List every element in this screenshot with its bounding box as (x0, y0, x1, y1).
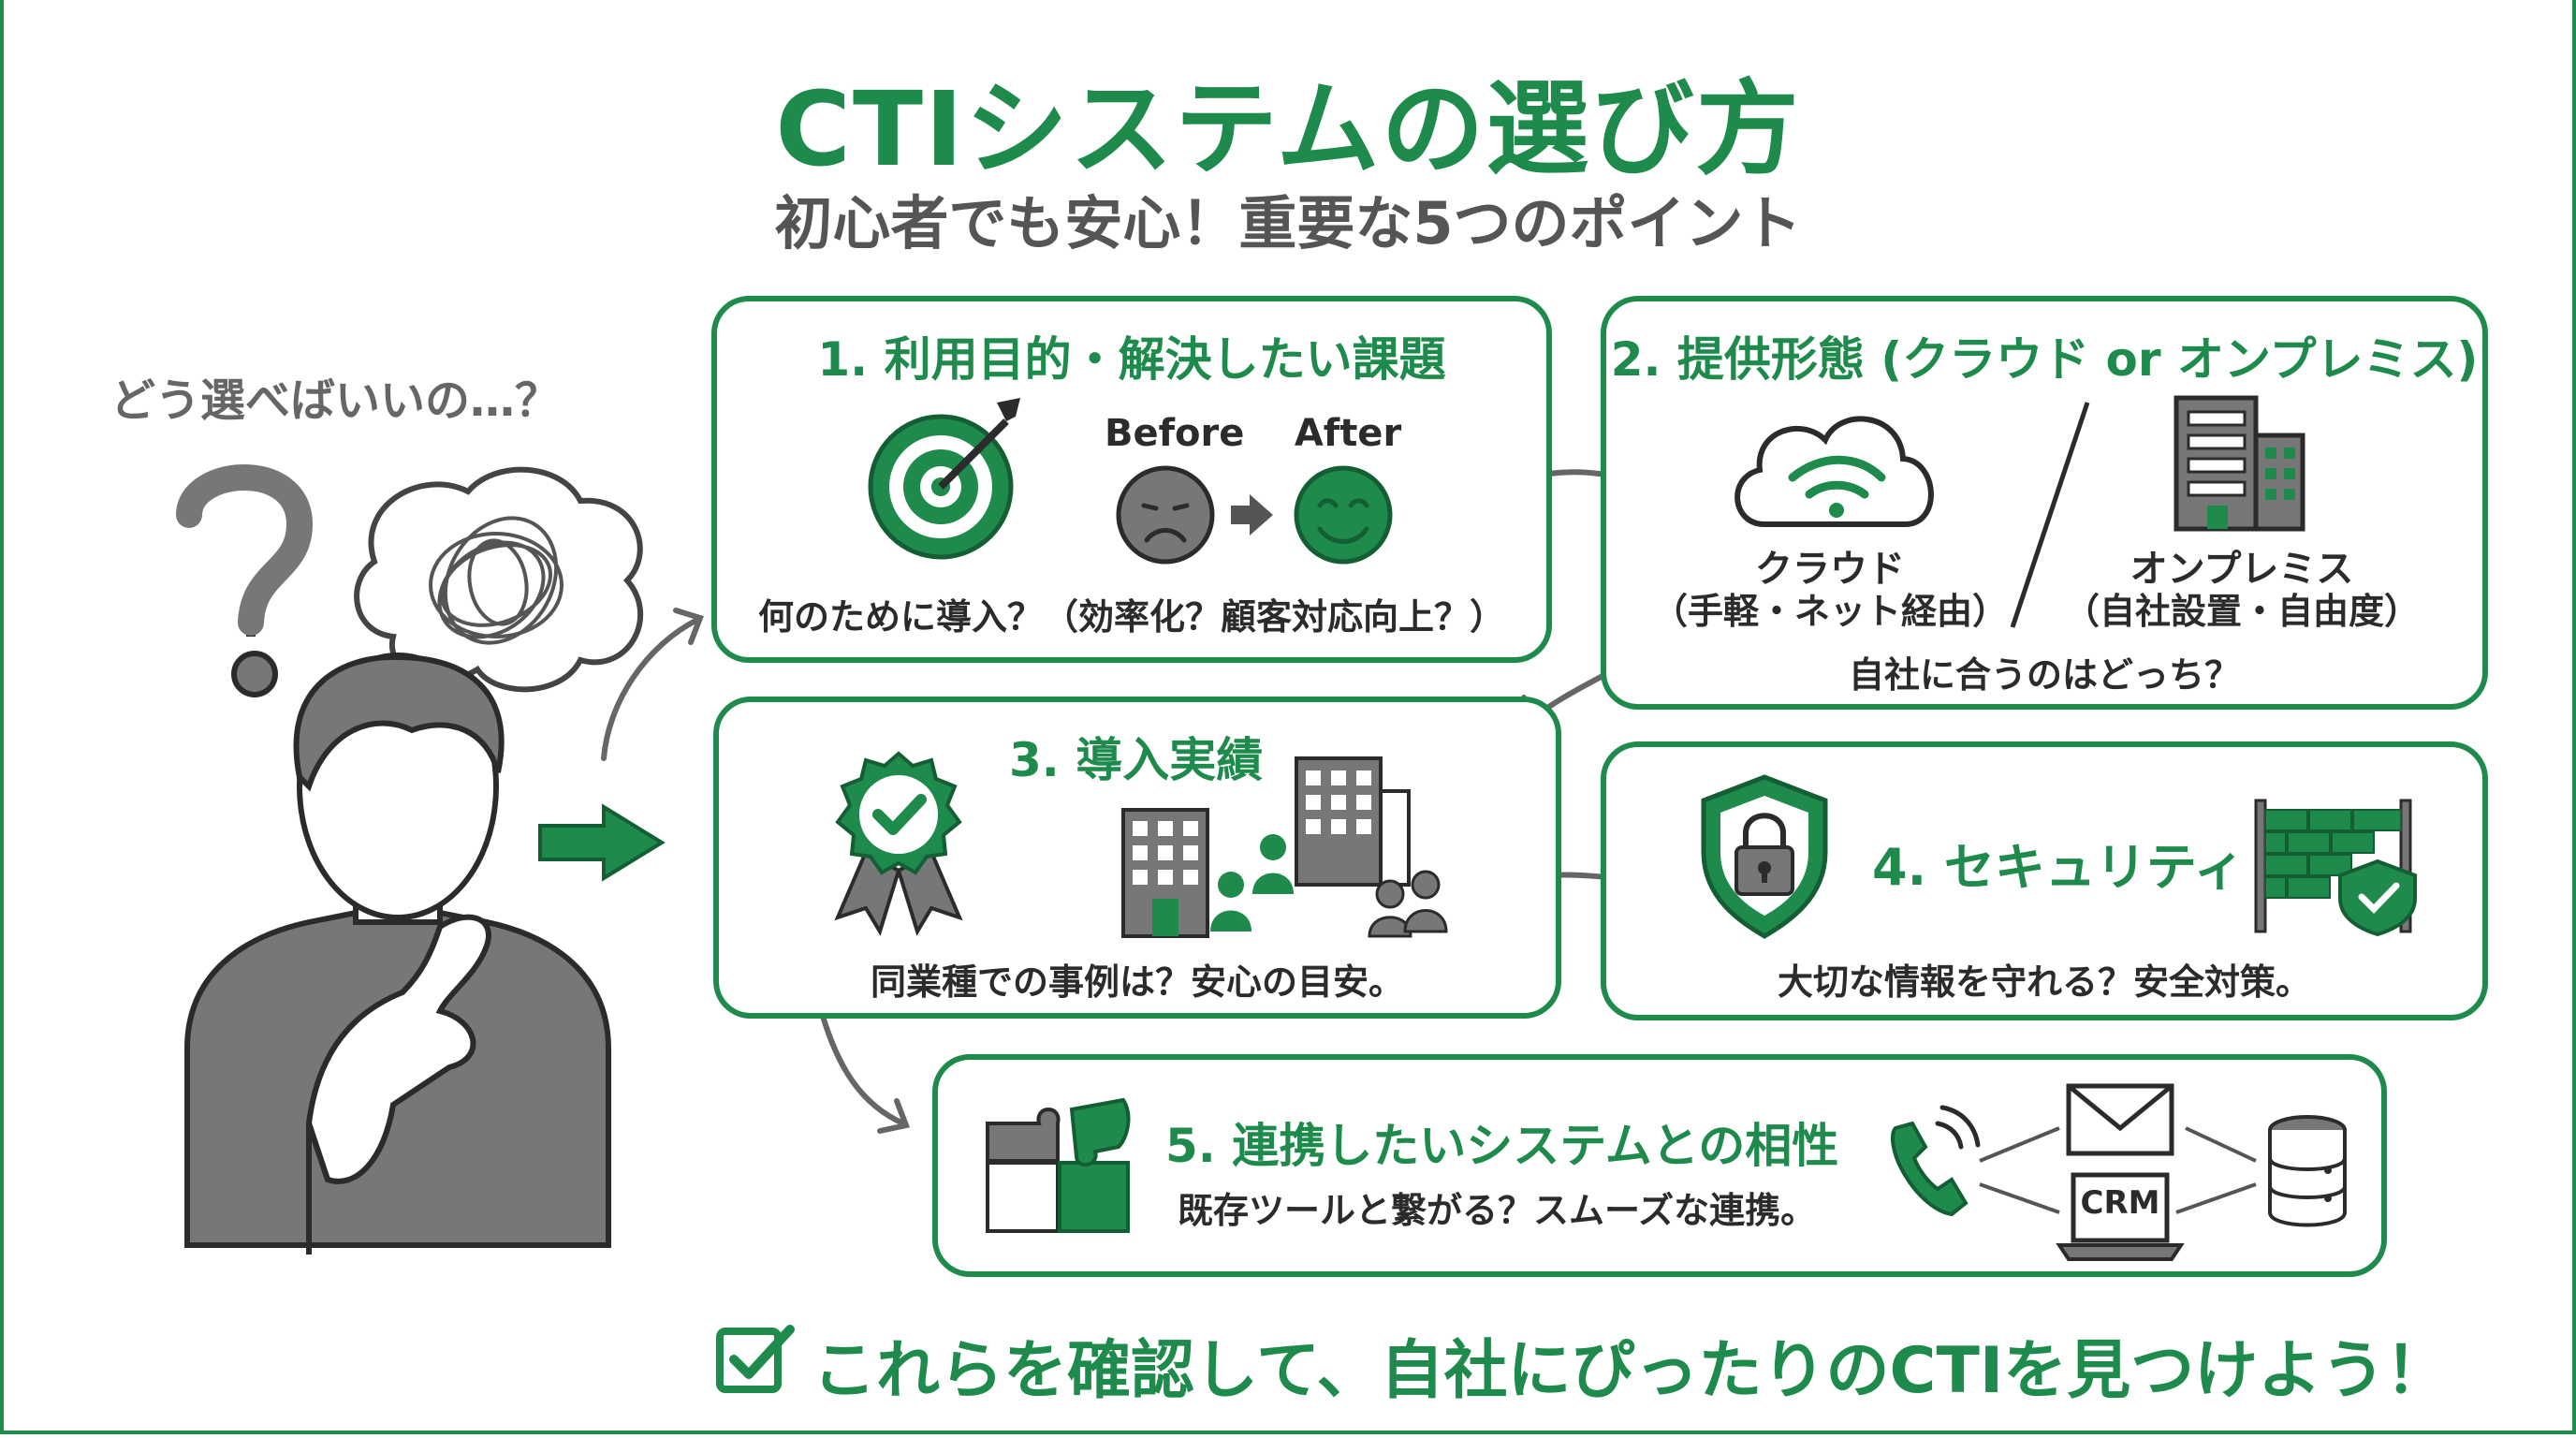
target-icon (868, 398, 1020, 560)
lock-shield-icon (1701, 774, 1828, 939)
happy-face-icon (1294, 465, 1393, 565)
before-label: Before (1105, 412, 1245, 455)
option-cloud-note: （手軽・ネット経由） (1651, 591, 2008, 632)
arrow-3-to-5 (819, 1010, 906, 1126)
page-subtitle: 初心者でも安心！重要な5つのポイント (774, 189, 1802, 257)
award-badge-icon (834, 751, 963, 936)
option-onprem-label: オンプレミス (2130, 548, 2354, 591)
cloud-wifi-icon (1734, 416, 1934, 527)
point-3-title: 3. 導入実績 (1009, 733, 1264, 787)
point-1-title: 1. 利用目的・解決したい課題 (817, 332, 1446, 387)
arrow-icon (1231, 494, 1273, 536)
person-icon (184, 653, 611, 1255)
point-3-caption: 同業種での事例は？安心の目安。 (870, 961, 1404, 1003)
before-after-faces (1116, 465, 1393, 565)
option-onprem-note: （自社設置・自由度） (2063, 591, 2420, 632)
after-label: After (1294, 412, 1402, 455)
puzzle-icon (986, 1097, 1131, 1233)
arrow-start-to-1 (601, 617, 700, 761)
point-4-caption: 大切な情報を守れる？安全対策。 (1777, 961, 2311, 1003)
checkbox-icon (716, 1325, 795, 1393)
point-1-caption: 何のために導入？（効率化？顧客対応向上？） (757, 596, 1505, 638)
phone-icon (1891, 1105, 1981, 1217)
sad-face-icon (1116, 465, 1215, 565)
mail-icon (2066, 1083, 2174, 1156)
people-icon (1210, 834, 1448, 938)
point-2-caption: 自社に合うのはどっち？ (1848, 654, 2240, 696)
integration-diagram (1891, 1083, 2347, 1261)
footer-message: これらを確認して、自社にぴったりのCTIを見つけよう！ (812, 1334, 2450, 1408)
database-icon (2268, 1115, 2347, 1227)
question-mark-icon (176, 464, 314, 697)
laptop-icon (2056, 1172, 2185, 1261)
option-cloud-label: クラウド (1755, 548, 1905, 591)
server-building-icon (2174, 395, 2305, 532)
office-buildings-icon (1121, 756, 1448, 938)
page-title: CTIシステムの選び方 (775, 69, 1801, 189)
firewall-icon (2254, 799, 2417, 937)
point-2-title: 2. 提供形態 (クラウド or オンプレミス) (1610, 332, 2479, 387)
thinking-person-illustration (176, 464, 644, 1255)
point-5-title: 5. 連携したいシステムとの相性 (1165, 1119, 1839, 1173)
divider-slash (2010, 402, 2090, 628)
question-text: どう選べばいいの…？ (110, 374, 561, 427)
crm-label: CRM (2080, 1184, 2160, 1222)
point-5-caption: 既存ツールと繋がる？スムーズな連携。 (1178, 1190, 1817, 1231)
point-4-title: 4. セキュリティ (1872, 838, 2245, 897)
green-arrow-icon (538, 803, 666, 882)
